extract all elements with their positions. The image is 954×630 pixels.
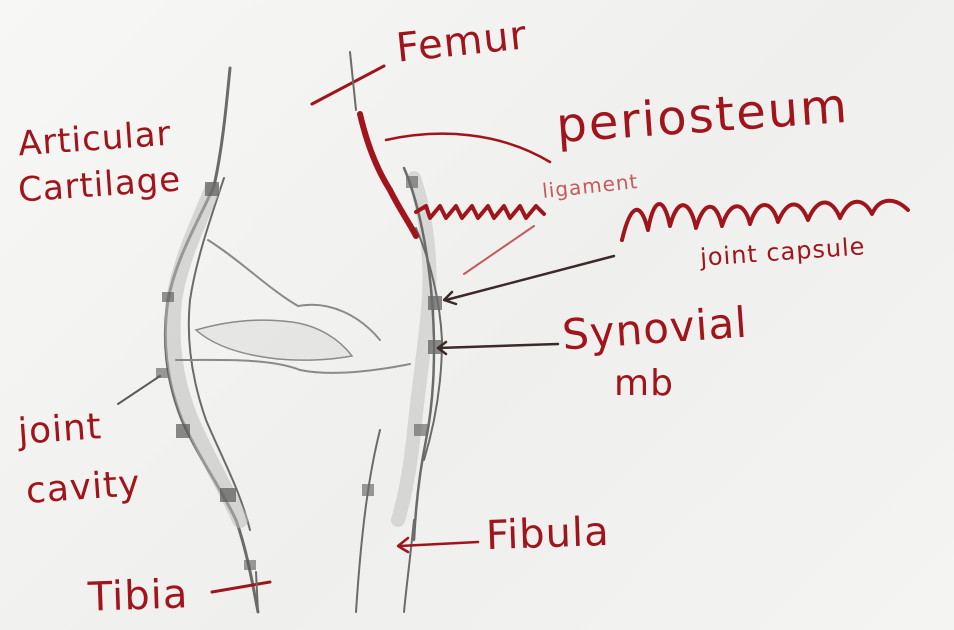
meniscus-shape [196,320,352,360]
fibula-shaft-right [404,520,414,612]
label-joint-cavity-line1: joint [17,409,103,451]
label-joint-cavity-line2: cavity [25,466,142,510]
label-fibula: Fibula [485,512,610,556]
femur-pointer-line [312,66,384,104]
periosteum-zigzag [416,206,544,218]
joint-cavity-pointer [118,376,160,404]
synovial-arrow [438,344,558,348]
label-articular-cartilage-line2: Cartilage [17,162,182,207]
joint-capsule-arrow [446,256,614,300]
joint-cavity-sketch [176,240,410,373]
tibia-pointer [212,582,270,592]
cartilage-band-left [173,190,240,520]
label-articular-cartilage-line1: Articular [17,117,173,162]
scribbled-out-word [622,201,908,240]
fibula-shaft-left [356,430,380,612]
cavity-bottom-line [176,360,410,373]
label-tibia: Tibia [87,574,189,617]
label-synovial-line2: mb [614,366,674,402]
ligament-pointer-arrow [464,226,534,274]
periosteum-arc [386,134,550,162]
label-synovial-line1: Synovial [561,302,749,357]
